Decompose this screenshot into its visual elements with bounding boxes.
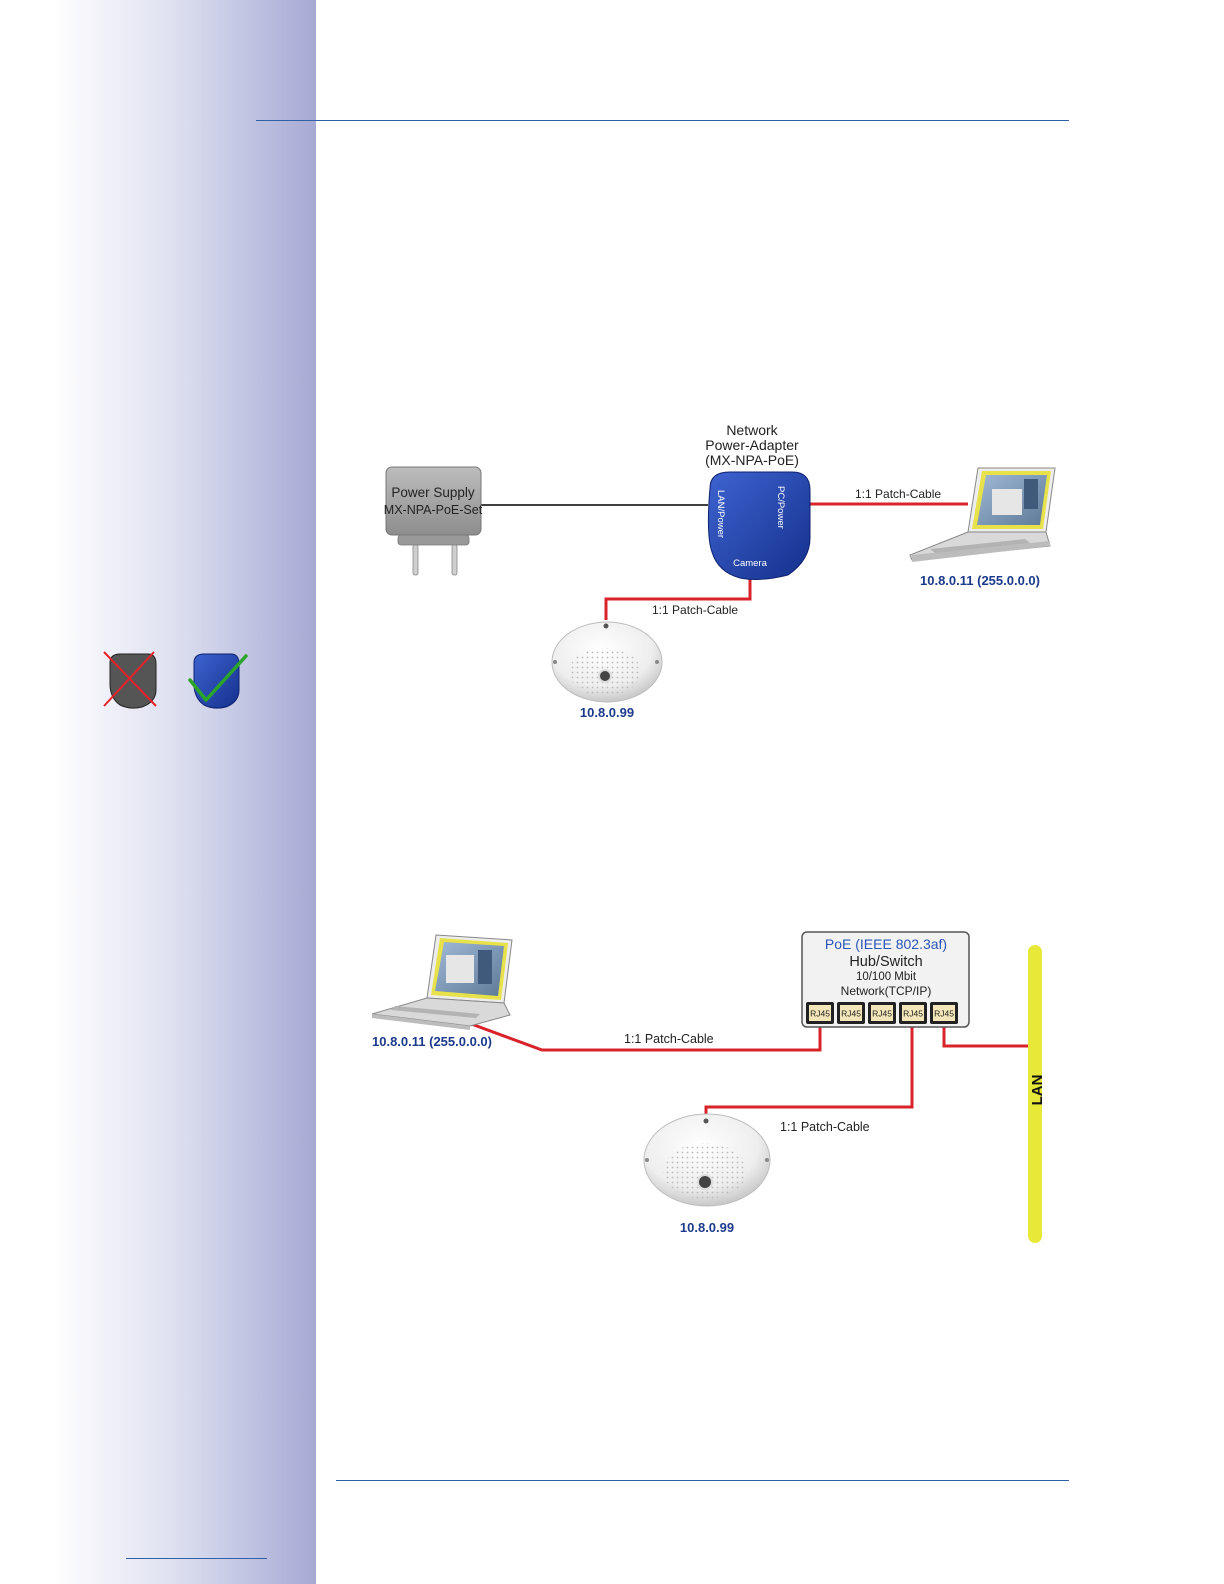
switch-port-label: RJ45 [872,1009,892,1019]
patch-cable-camera-2 [704,1022,914,1116]
adapter-port-pc: PC/Power [775,486,786,529]
camera-2 [643,1113,771,1207]
adapter-port-lan: LAN/Power [715,490,726,538]
power-supply-label-2: MX-NPA-PoE-Set [384,503,483,517]
header-rule [256,120,1069,121]
patch-cable-laptop-2-label: 1:1 Patch-Cable [624,1032,714,1046]
patch-cable-laptop-label: 1:1 Patch-Cable [855,487,941,501]
patch-cable-camera-label: 1:1 Patch-Cable [652,603,738,617]
diagram-2: LAN 1:1 Patch-Cable 1:1 Patch-Cable PoE … [371,931,1046,1243]
power-supply: Power Supply MX-NPA-PoE-Set [384,466,483,576]
switch-port-label: RJ45 [841,1009,861,1019]
laptop-1 [909,467,1056,562]
patch-cable-laptop-2 [465,1020,822,1052]
camera-2-ip: 10.8.0.99 [680,1220,734,1235]
switch-port-label: RJ45 [810,1009,830,1019]
adapter-port-camera: Camera [733,558,768,569]
switch-line-1: PoE (IEEE 802.3af) [825,936,947,952]
blue-adapter-check-icon [188,653,248,709]
switch-port-label: RJ45 [934,1009,954,1019]
camera-1-ip: 10.8.0.99 [580,705,634,720]
lan-label: LAN [1029,1075,1046,1106]
patch-cable-camera-2-label: 1:1 Patch-Cable [780,1120,870,1134]
switch-port-face [902,1005,924,1021]
camera-1 [551,621,663,703]
switch-line-4: Network(TCP/IP) [841,984,932,998]
switch-line-3: 10/100 Mbit [856,971,917,983]
switch-port-face [840,1005,862,1021]
patch-cable-camera [604,575,752,620]
power-supply-label-1: Power Supply [391,485,475,500]
gray-adapter-crossed-icon [103,651,157,709]
adapter-title-2: Power-Adapter [705,437,799,453]
switch-port-face [809,1005,831,1021]
diagram-1: Power Supply MX-NPA-PoE-Set Network Powe… [384,422,1056,720]
switch-port-face [871,1005,893,1021]
poe-switch: PoE (IEEE 802.3af) Hub/Switch 10/100 Mbi… [801,931,970,1028]
adapter-title-1: Network [726,422,778,438]
footer-rule [336,1480,1069,1481]
sidebar-gradient [52,0,316,1584]
network-power-adapter: LAN/Power PC/Power Camera [707,471,811,580]
adapter-title-3: (MX-NPA-PoE) [705,452,799,468]
lan-uplink-cable [942,1022,1028,1048]
laptop-2-ip: 10.8.0.11 (255.0.0.0) [372,1034,492,1049]
laptop-2 [371,934,513,1030]
laptop-1-ip: 10.8.0.11 (255.0.0.0) [920,573,1040,588]
switch-port-label: RJ45 [903,1009,923,1019]
footer-link-underline [126,1558,267,1559]
switch-line-2: Hub/Switch [849,954,922,970]
switch-port-face [933,1005,955,1021]
switch-ports: RJ45 RJ45 RJ45 RJ45 RJ45 [806,1002,958,1024]
